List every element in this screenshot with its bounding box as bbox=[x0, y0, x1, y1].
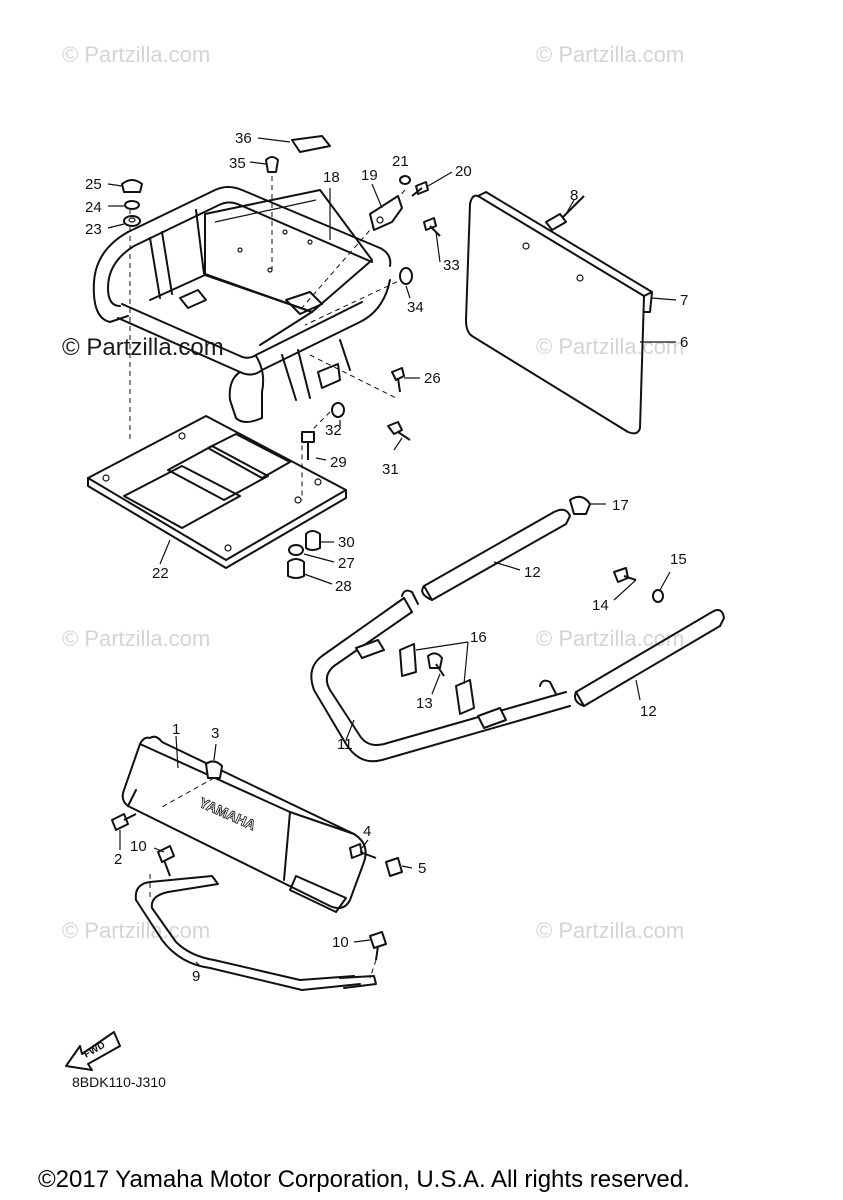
watermark: © Partzilla.com bbox=[536, 626, 685, 651]
part-5-clip bbox=[385, 857, 403, 877]
part-27-washer bbox=[288, 544, 304, 556]
part-26-bolt bbox=[391, 367, 405, 393]
callout-11[interactable]: 11 bbox=[337, 736, 353, 753]
callout-23[interactable]: 23 bbox=[85, 221, 102, 238]
callout-18[interactable]: 18 bbox=[323, 169, 340, 186]
callout-20[interactable]: 20 bbox=[455, 163, 472, 180]
part-10-bolt bbox=[157, 845, 175, 877]
front-guard bbox=[310, 495, 725, 763]
callout-16[interactable]: 16 bbox=[470, 629, 487, 646]
part-3-nut bbox=[205, 760, 223, 779]
callout-12[interactable]: 12 bbox=[524, 564, 541, 581]
callout-29[interactable]: 29 bbox=[330, 454, 347, 471]
callout-8[interactable]: 8 bbox=[570, 187, 579, 204]
callout-31[interactable]: 31 bbox=[382, 461, 399, 478]
lower-brace bbox=[134, 875, 377, 991]
watermark: © Partzilla.com bbox=[62, 42, 211, 67]
part-21-nut bbox=[399, 175, 411, 185]
part-19-bracket bbox=[369, 195, 403, 231]
part-2-bolt bbox=[111, 813, 137, 831]
part-8-bolt bbox=[545, 195, 585, 231]
leader-lines bbox=[107, 137, 677, 967]
callout-14[interactable]: 14 bbox=[592, 597, 609, 614]
part-34-washer bbox=[399, 267, 413, 285]
callout-2[interactable]: 2 bbox=[114, 851, 123, 868]
part-16-bracket bbox=[455, 679, 475, 715]
callout-12[interactable]: 12 bbox=[640, 703, 657, 720]
callout-13[interactable]: 13 bbox=[416, 695, 433, 712]
watermark: © Partzilla.com bbox=[536, 334, 685, 359]
callout-4[interactable]: 4 bbox=[363, 823, 372, 840]
callout-3[interactable]: 3 bbox=[211, 725, 220, 742]
front-bumper: YAMAHA bbox=[121, 735, 367, 913]
callout-1[interactable]: 1 bbox=[172, 721, 181, 738]
part-15-nut bbox=[652, 589, 664, 603]
part-33-bolt bbox=[423, 217, 441, 237]
part-36-label bbox=[291, 135, 331, 153]
callout-22[interactable]: 22 bbox=[152, 565, 169, 582]
rear-rack bbox=[92, 186, 392, 423]
callout-5[interactable]: 5 bbox=[418, 860, 427, 877]
watermark: © Partzilla.com bbox=[536, 918, 685, 943]
callout-19[interactable]: 19 bbox=[361, 167, 378, 184]
part-29-bolt bbox=[301, 431, 315, 460]
part-25-cap bbox=[121, 179, 143, 193]
license-plate bbox=[465, 191, 653, 435]
part-13-bolt bbox=[427, 652, 445, 677]
watermark: © Partzilla.com bbox=[62, 918, 211, 943]
part-17-cap bbox=[569, 495, 591, 515]
callout-24[interactable]: 24 bbox=[85, 199, 102, 216]
base-plate bbox=[87, 415, 347, 569]
callout-25[interactable]: 25 bbox=[85, 176, 102, 193]
callout-28[interactable]: 28 bbox=[335, 578, 352, 595]
callout-17[interactable]: 17 bbox=[612, 497, 629, 514]
callout-6[interactable]: 6 bbox=[680, 334, 689, 351]
part-28-nut bbox=[287, 558, 305, 579]
callout-34[interactable]: 34 bbox=[407, 299, 424, 316]
callout-7[interactable]: 7 bbox=[680, 292, 689, 309]
bumper-brand-text: YAMAHA bbox=[197, 794, 258, 833]
part-30-nut bbox=[305, 530, 321, 551]
callout-30[interactable]: 30 bbox=[338, 534, 355, 551]
callout-9[interactable]: 9 bbox=[192, 968, 201, 985]
callout-26[interactable]: 26 bbox=[424, 370, 441, 387]
part-20-bolt bbox=[411, 181, 429, 197]
callout-27[interactable]: 27 bbox=[338, 555, 355, 572]
watermark: © Partzilla.com bbox=[536, 42, 685, 67]
part-16-bracket bbox=[399, 643, 417, 677]
part-35-clip bbox=[265, 156, 279, 173]
callout-35[interactable]: 35 bbox=[229, 155, 246, 172]
part-31-bolt bbox=[387, 421, 411, 441]
part-4-bolt bbox=[349, 843, 377, 859]
watermark-main: © Partzilla.com bbox=[62, 334, 224, 361]
callout-10[interactable]: 10 bbox=[130, 838, 147, 855]
callout-36[interactable]: 36 bbox=[235, 130, 252, 147]
fwd-label: FWD bbox=[82, 1040, 107, 1061]
callout-21[interactable]: 21 bbox=[392, 153, 409, 170]
callout-10[interactable]: 10 bbox=[332, 934, 349, 951]
copyright-notice: ©2017 Yamaha Motor Corporation, U.S.A. A… bbox=[38, 1166, 690, 1193]
diagram-code: 8BDK110-J310 bbox=[72, 1074, 166, 1090]
part-23-grommet bbox=[123, 215, 141, 227]
callout-33[interactable]: 33 bbox=[443, 257, 460, 274]
part-24-washer bbox=[124, 200, 140, 210]
callout-32[interactable]: 32 bbox=[325, 422, 342, 439]
part-14-bolt bbox=[613, 567, 637, 583]
part-32-collar bbox=[331, 402, 345, 418]
watermark: © Partzilla.com bbox=[62, 626, 211, 651]
callout-15[interactable]: 15 bbox=[670, 551, 687, 568]
part-10-bolt bbox=[369, 931, 387, 961]
fwd-arrow-icon: FWD bbox=[65, 1031, 121, 1071]
